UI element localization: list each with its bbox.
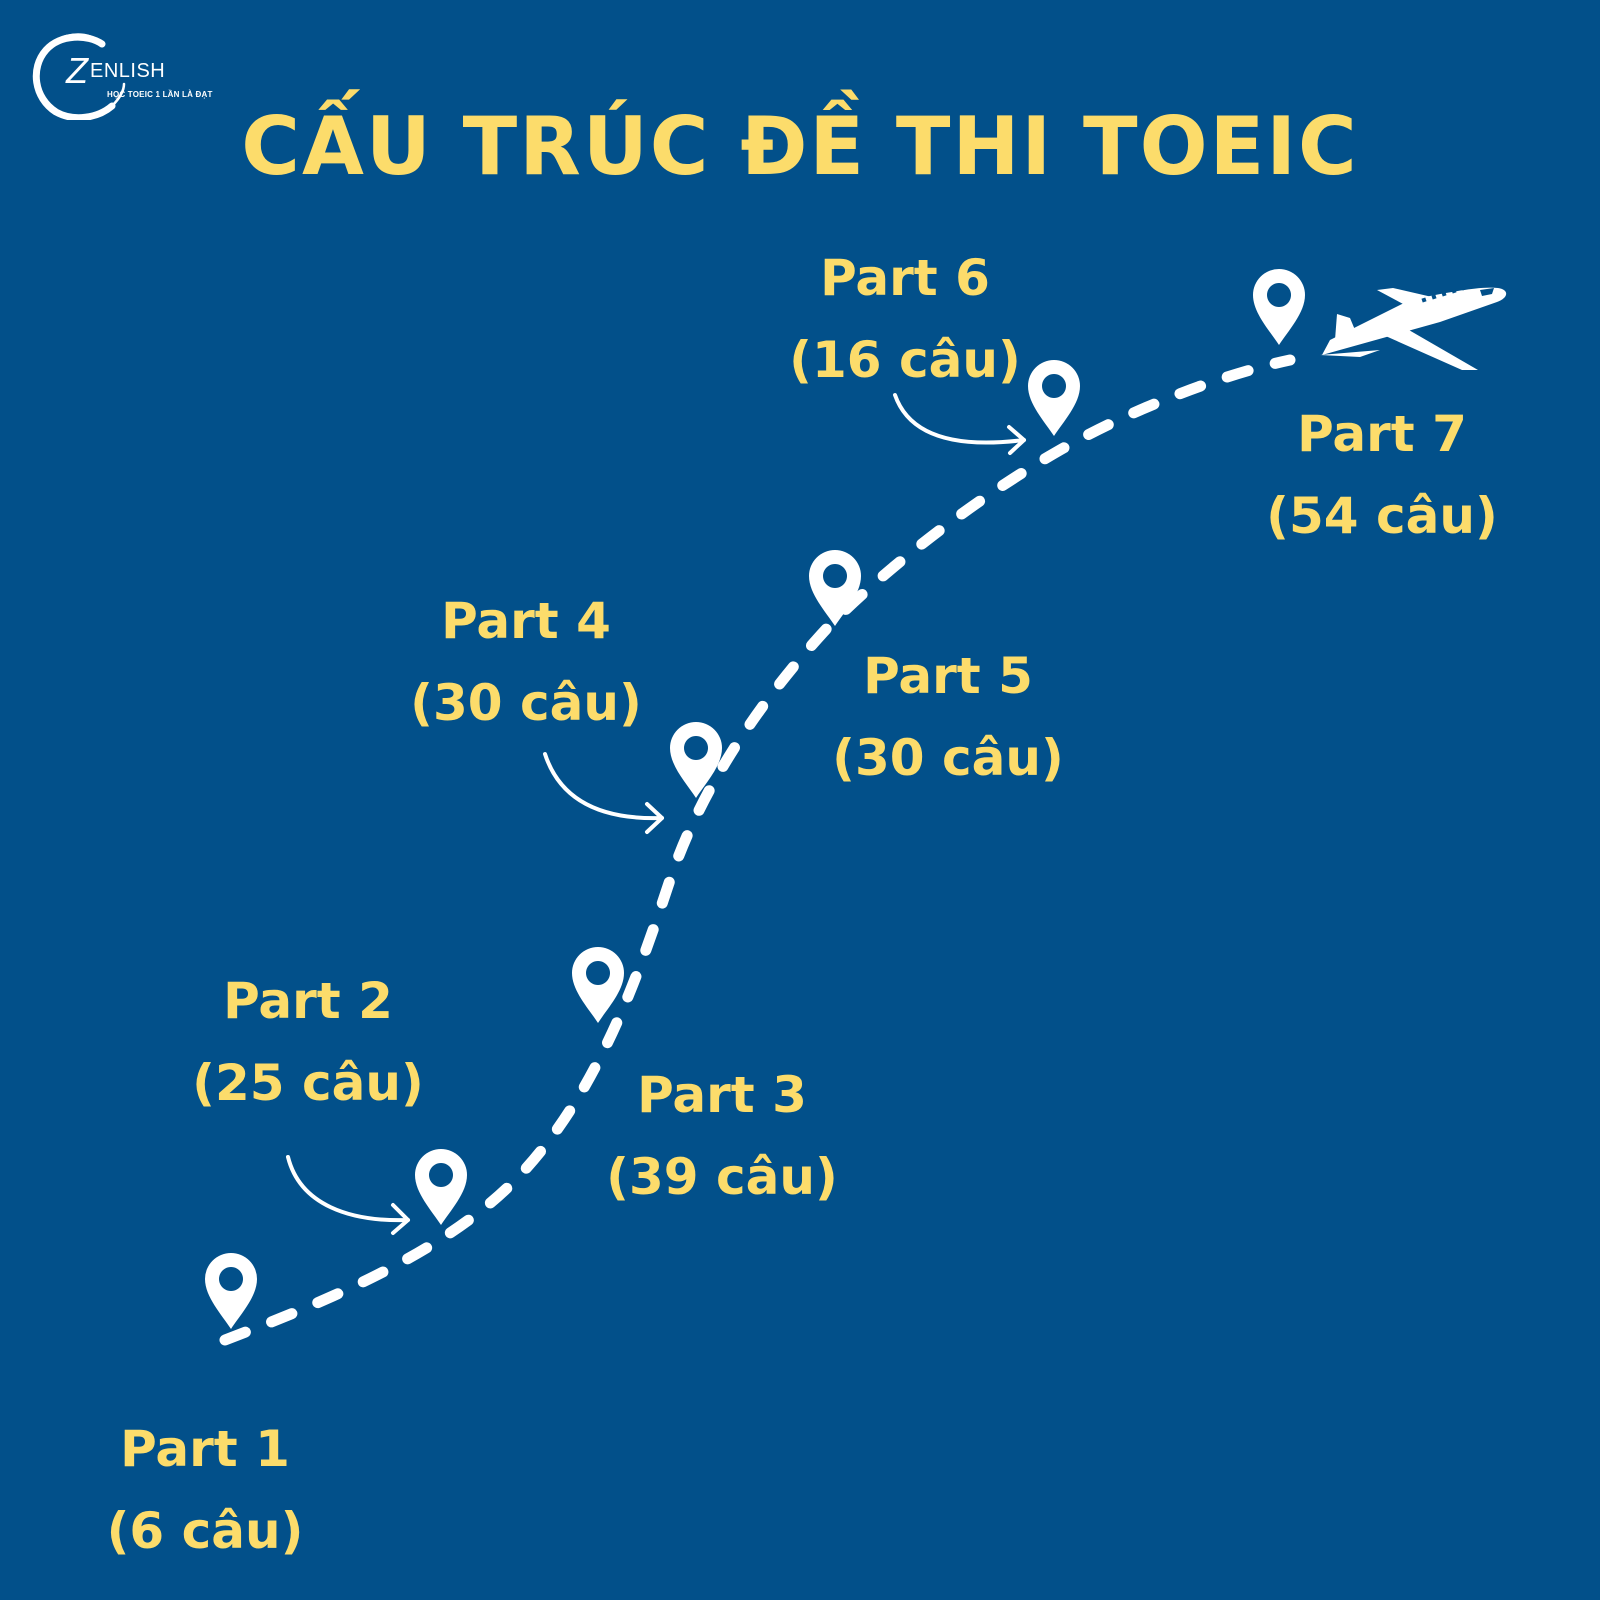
brand-tagline: HỌC TOEIC 1 LẦN LÀ ĐẠT — [107, 90, 213, 99]
location-pin-icon — [1253, 269, 1305, 345]
part-count: (16 câu) — [789, 331, 1021, 389]
part-name: Part 3 — [637, 1066, 807, 1124]
location-pin-icon — [572, 947, 624, 1023]
curved-arrow-icon — [286, 1155, 410, 1235]
part-1-label: Part 1 (6 câu) — [45, 1408, 365, 1572]
part-2-label: Part 2 (25 câu) — [148, 960, 468, 1124]
page-title: CẤU TRÚC ĐỀ THI TOEIC — [241, 100, 1359, 193]
part-name: Part 5 — [863, 647, 1033, 705]
location-pin-icon — [809, 550, 861, 626]
logo-swirl-icon — [32, 33, 126, 120]
part-count: (25 câu) — [192, 1054, 424, 1112]
location-pin-icon — [415, 1149, 467, 1225]
part-7-label: Part 7 (54 câu) — [1222, 393, 1542, 557]
part-6-label: Part 6 (16 câu) — [745, 237, 1065, 401]
part-name: Part 1 — [120, 1420, 290, 1478]
part-name: Part 7 — [1297, 405, 1467, 463]
part-count: (30 câu) — [832, 729, 1064, 787]
location-pin-icon — [205, 1253, 257, 1329]
part-4-label: Part 4 (30 câu) — [366, 580, 686, 744]
curved-arrow-icon — [543, 752, 664, 834]
brand-logo: Z ENLISH HỌC TOEIC 1 LẦN LÀ ĐẠT — [28, 30, 258, 120]
part-count: (39 câu) — [606, 1148, 838, 1206]
dashed-route-line — [219, 354, 1296, 1346]
part-count: (30 câu) — [410, 674, 642, 732]
curved-arrow-icon — [893, 393, 1026, 455]
logo-letter: Z — [66, 50, 88, 91]
part-count: (54 câu) — [1266, 487, 1498, 545]
part-5-label: Part 5 (30 câu) — [788, 635, 1108, 799]
part-name: Part 2 — [223, 972, 393, 1030]
part-name: Part 4 — [441, 592, 611, 650]
part-3-label: Part 3 (39 câu) — [562, 1054, 882, 1218]
part-name: Part 6 — [820, 249, 990, 307]
airplane-icon — [1320, 283, 1507, 370]
part-count: (6 câu) — [106, 1502, 304, 1560]
brand-name: ENLISH — [90, 60, 166, 82]
